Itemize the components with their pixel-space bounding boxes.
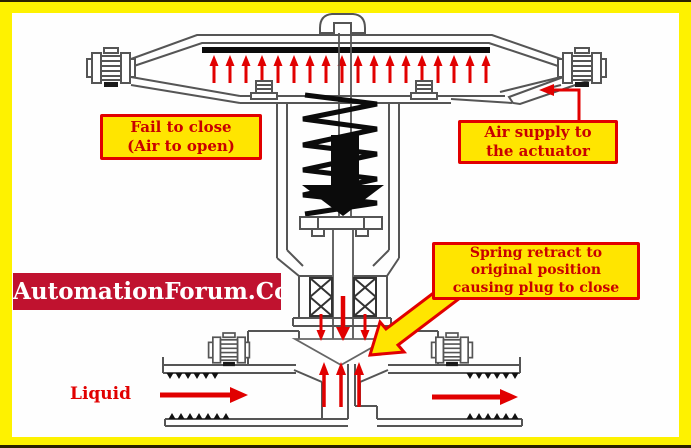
fail-to-close-line2: (Air to open) xyxy=(127,137,235,155)
case-clamp-bolt-right xyxy=(557,47,607,88)
diaphragm xyxy=(202,47,490,53)
spring-force-arrow xyxy=(302,135,384,216)
seat-and-stem-arrows xyxy=(316,296,370,407)
body-flange-bolt-left xyxy=(207,332,251,367)
pipe-thread-teeth xyxy=(166,373,519,419)
inlet-flow-arrow xyxy=(160,387,248,403)
spring-retract-line3: causing plug to close xyxy=(452,279,620,296)
air-pressure-arrows xyxy=(209,55,491,83)
yoke xyxy=(276,103,400,318)
air-supply-line1: Air supply to xyxy=(484,122,592,141)
spring-retract-label: Spring retract to original position caus… xyxy=(432,242,640,300)
case-clamp-bolt-left xyxy=(86,47,136,88)
liquid-label: Liquid xyxy=(70,384,132,404)
fail-to-close-line1: Fail to close xyxy=(130,117,232,136)
fail-to-close-label: Fail to close (Air to open) xyxy=(100,114,262,160)
outlet-flow-arrow xyxy=(432,389,518,405)
watermark-banner: AutomationForum.Co xyxy=(13,273,289,310)
valve-plug xyxy=(291,338,391,367)
air-supply-label: Air supply to the actuator xyxy=(458,120,618,164)
flow-arrows xyxy=(160,296,518,407)
air-supply-pointer-arrow xyxy=(539,84,581,120)
vent-cap xyxy=(319,13,366,34)
diaphragm-case xyxy=(130,34,598,106)
body-flange-bolt-right xyxy=(430,332,474,367)
spring-seat-plate xyxy=(299,216,383,237)
spring-retract-line2: original position xyxy=(470,262,602,279)
spring-retract-line1: Spring retract to xyxy=(469,245,603,262)
air-supply-line2: the actuator xyxy=(486,142,590,160)
case-flange-bolt-left xyxy=(250,80,278,100)
case-flange-bolt-right xyxy=(410,80,438,100)
